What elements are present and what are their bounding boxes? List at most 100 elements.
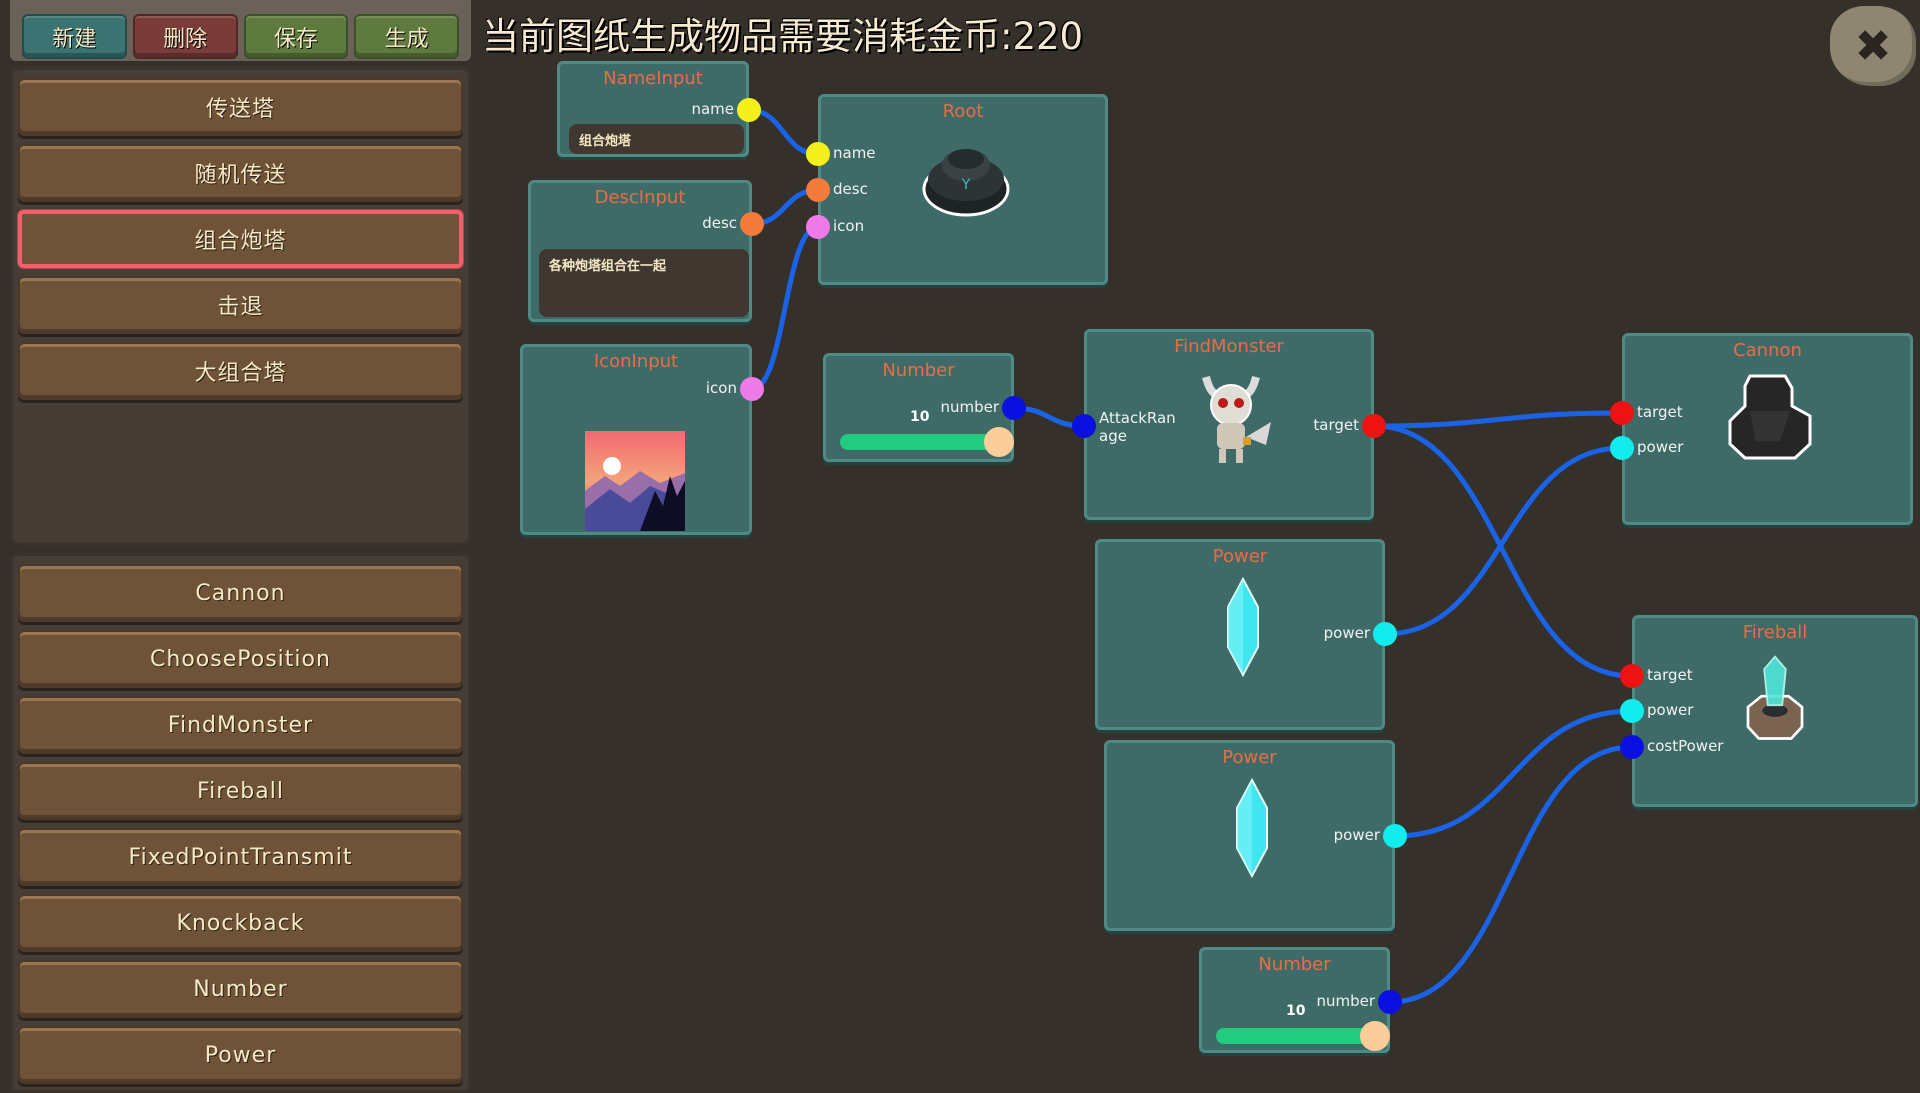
list-item-传送塔[interactable]: 传送塔 [18,78,463,136]
port-label: power [1637,438,1684,456]
list-item-组合炮塔[interactable]: 组合炮塔 [18,210,463,268]
crystal-icon [1217,777,1287,879]
port-power[interactable] [1373,622,1397,646]
number-slider-track[interactable] [1216,1028,1380,1044]
crystal-icon [1208,576,1278,678]
port-icon[interactable] [740,377,764,401]
node-title: Root [942,101,984,122]
connection-iconinput-icon-to-root-icon [751,224,819,392]
node-title: Cannon [1733,340,1802,361]
number-slider-thumb[interactable] [984,427,1014,457]
tower-base-icon: Y [916,127,1016,227]
blueprint-list: 传送塔随机传送组合炮塔击退大组合塔 [10,67,471,545]
fireball-tower-icon [1730,653,1820,743]
close-button[interactable]: ✖ [1830,6,1916,86]
page-title: 当前图纸生成物品需要消耗金币:220 [482,15,1084,58]
list-item-findmonster[interactable]: FindMonster [18,696,463,754]
port-label: name [833,144,876,162]
connection-findmonster-target-to-fireball-target [1373,423,1633,679]
list-item-chooseposition[interactable]: ChoosePosition [18,630,463,688]
list-item-大组合塔[interactable]: 大组合塔 [18,342,463,400]
port-desc[interactable] [806,178,830,202]
node-cannon[interactable]: Cannon target power [1610,333,1913,525]
list-item-knockback[interactable]: Knockback [18,894,463,952]
list-item-击退[interactable]: 击退 [18,276,463,334]
list-item-cannon[interactable]: Cannon [18,564,463,622]
delete-button[interactable]: 删除 [132,14,238,59]
port-label: number [940,398,999,416]
cannon-icon [1720,366,1820,466]
node-title: Fireball [1742,622,1808,643]
port-label: power [1333,826,1380,844]
svg-text:Y: Y [961,177,971,193]
node-title: Number [1258,954,1331,975]
connection-findmonster-target-to-cannon-target [1373,410,1623,429]
port-label: costPower [1647,737,1724,755]
port-label: AttackRanage [1099,409,1176,445]
toolbar: 新建 删除 保存 生成 [10,0,471,61]
generate-button[interactable]: 生成 [354,14,459,59]
port-target[interactable] [1620,664,1644,688]
node-fireball[interactable]: Fireball target power costPower [1620,615,1918,807]
port-label: desc [702,214,737,232]
port-label: name [691,100,734,118]
connection-power1-power-to-cannon-power [1384,445,1623,637]
node-descinput[interactable]: DescInput desc 各种炮塔组合在一起 [528,180,764,322]
port-label: target [1647,666,1693,684]
number-slider-thumb[interactable] [1360,1021,1390,1051]
node-title: Power [1222,747,1277,768]
connection-power2-power-to-fireball-power [1394,708,1633,839]
port-icon[interactable] [806,215,830,239]
port-target[interactable] [1362,414,1386,438]
close-icon: ✖ [1854,20,1892,72]
list-item-fireball[interactable]: Fireball [18,762,463,820]
number-value: 10 [1286,1003,1306,1019]
port-label: target [1637,403,1683,421]
port-label: number [1316,992,1375,1010]
node-title: DescInput [594,187,686,208]
node-root[interactable]: Root name desc icon Y [806,94,1108,285]
port-label: power [1647,701,1694,719]
number-slider-track[interactable] [840,434,1004,450]
landscape-image[interactable] [585,431,685,531]
name-input-field[interactable]: 组合炮塔 [569,124,744,154]
port-label: desc [833,180,868,198]
node-title: Number [882,360,955,381]
port-label: power [1323,624,1370,642]
desc-input-field[interactable]: 各种炮塔组合在一起 [539,249,749,317]
new-button[interactable]: 新建 [22,14,127,59]
node-title: IconInput [593,351,679,372]
node-nameinput[interactable]: NameInput name 组合炮塔 [557,61,761,157]
connection-number2-number-to-fireball-costPower [1389,744,1633,1005]
port-desc[interactable] [740,212,764,236]
node-power1[interactable]: Power power [1095,539,1397,730]
port-number[interactable] [1002,396,1026,420]
save-button[interactable]: 保存 [243,14,349,59]
port-name[interactable] [737,98,761,122]
port-number[interactable] [1378,990,1402,1014]
port-label: icon [705,379,737,397]
node-power2[interactable]: Power power [1104,740,1407,931]
port-power[interactable] [1383,824,1407,848]
node-title: NameInput [603,68,703,89]
port-label: target [1313,416,1359,434]
port-target[interactable] [1610,401,1634,425]
node-number2[interactable]: Number number 10 [1199,947,1402,1053]
skeleton-monster-icon [1181,367,1281,467]
port-name[interactable] [806,142,830,166]
port-label: icon [833,217,865,235]
list-item-number[interactable]: Number [18,960,463,1018]
port-power[interactable] [1620,699,1644,723]
list-item-随机传送[interactable]: 随机传送 [18,144,463,202]
list-item-fixedpointtransmit[interactable]: FixedPointTransmit [18,828,463,886]
list-item-power[interactable]: Power [18,1026,463,1084]
port-attackranage[interactable] [1072,414,1096,438]
port-power[interactable] [1610,436,1634,460]
node-iconinput[interactable]: IconInput icon [520,344,764,535]
node-title: Power [1212,546,1268,567]
port-costpower[interactable] [1620,735,1644,759]
node-title: FindMonster [1174,336,1284,357]
